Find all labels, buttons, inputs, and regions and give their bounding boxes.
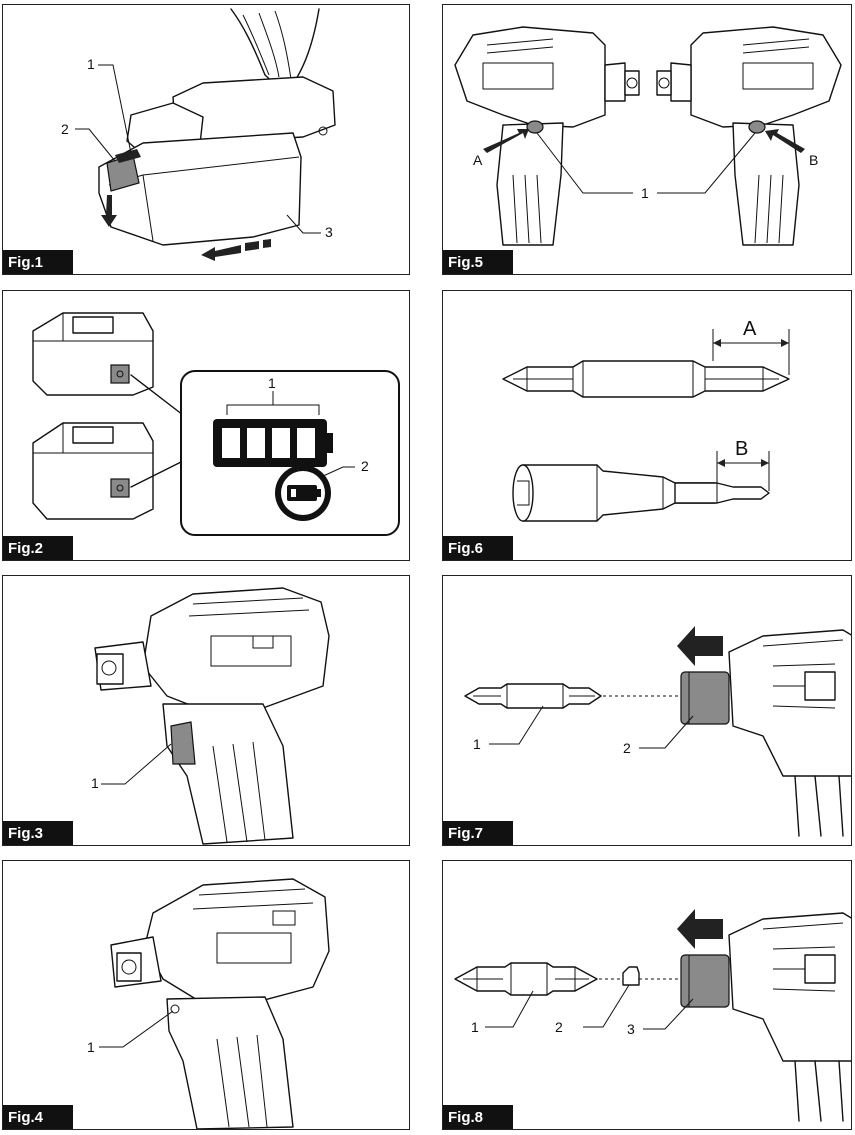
callout-2: 2 xyxy=(555,1019,563,1035)
dimension-a-label: A xyxy=(743,318,757,340)
figure-panel-fig1: 1 2 3 Fig.1 xyxy=(2,4,410,275)
figure-panel-fig8: 1 2 3 Fig.8 xyxy=(442,860,852,1130)
callout-1: 1 xyxy=(641,185,649,201)
callout-2: 2 xyxy=(623,740,631,756)
direction-arrow-icon xyxy=(677,626,723,666)
led-lamp-illustration: 1 xyxy=(87,878,330,1129)
figure-panel-fig2: 1 2 Fig.2 xyxy=(2,290,410,561)
bit-dimension-illustration: A B xyxy=(502,318,790,522)
callout-b: B xyxy=(809,152,818,168)
figure-panel-fig7: 1 2 Fig.7 xyxy=(442,575,852,846)
callout-1: 1 xyxy=(87,56,95,72)
battery-removal-illustration: 1 2 3 xyxy=(61,8,336,261)
battery-level-indicator-icon xyxy=(213,419,333,467)
figure-label: Fig.4 xyxy=(3,1105,74,1129)
callout-1: 1 xyxy=(473,736,481,752)
figure-label: Fig.5 xyxy=(443,250,514,274)
reversing-switch-illustration: A B 1 xyxy=(454,26,842,246)
figure-label: Fig.1 xyxy=(3,250,74,274)
bit-piece-install-illustration: 1 2 3 xyxy=(454,909,851,1122)
figure-panel-fig6: A B Fig.6 xyxy=(442,290,852,561)
callout-1: 1 xyxy=(91,775,99,791)
callout-a: A xyxy=(473,152,483,168)
figure-panel-fig5: A B 1 Fig.5 xyxy=(442,4,852,275)
dimension-b-label: B xyxy=(735,438,748,460)
low-battery-icon xyxy=(275,465,331,521)
callout-2: 2 xyxy=(61,121,69,137)
battery-capacity-illustration: 1 2 xyxy=(32,312,400,536)
callout-1: 1 xyxy=(87,1039,95,1055)
direction-arrow-icon xyxy=(677,909,723,949)
figure-label: Fig.7 xyxy=(443,821,514,845)
callout-2: 2 xyxy=(361,458,369,474)
figure-label: Fig.3 xyxy=(3,821,74,845)
callout-1: 1 xyxy=(268,375,276,391)
switch-trigger-illustration: 1 xyxy=(91,587,330,845)
figure-panel-fig4: 1 Fig.4 xyxy=(2,860,410,1130)
callout-3: 3 xyxy=(325,224,333,240)
figure-label: Fig.2 xyxy=(3,536,74,560)
figure-label: Fig.8 xyxy=(443,1105,514,1129)
figure-panel-fig3: 1 Fig.3 xyxy=(2,575,410,846)
callout-1: 1 xyxy=(471,1019,479,1035)
figure-label: Fig.6 xyxy=(443,536,514,560)
bit-install-illustration: 1 2 xyxy=(464,626,851,837)
callout-3: 3 xyxy=(627,1021,635,1037)
